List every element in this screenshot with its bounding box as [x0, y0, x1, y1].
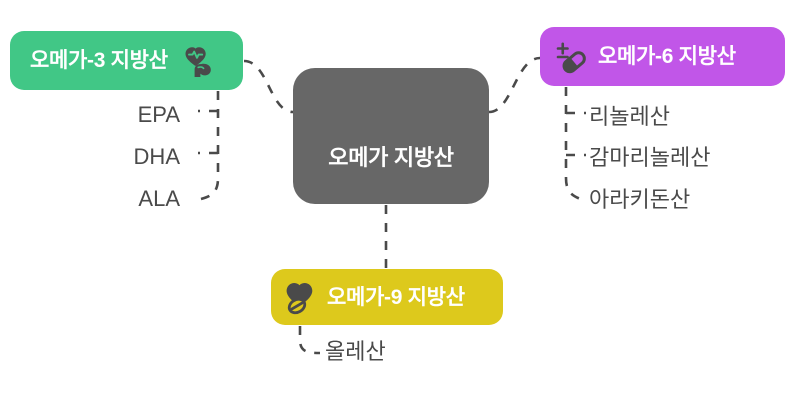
plus-minus-pill-icon [550, 38, 588, 76]
central-node[interactable]: 오메가 지방산 [293, 68, 489, 204]
branch-node-omega9[interactable]: 오메가-9 지방산 [271, 269, 503, 325]
leaf-omega6-arachidonic[interactable]: 아라키돈산 [589, 187, 691, 212]
leaf-omega6-gamma-linolenic[interactable]: 감마리놀레산 [589, 145, 711, 170]
leaf-omega3-epa[interactable]: EPA [137, 102, 180, 127]
heart-no-pill-icon [283, 279, 319, 315]
connector-omega3-spine [200, 91, 220, 201]
leaf-omega6-linoleic[interactable]: 리놀레산 [589, 104, 670, 129]
branch-node-omega3-label: 오메가-3 지방산 [30, 49, 168, 72]
leaf-omega3-ala[interactable]: ALA [138, 186, 180, 211]
branch-node-omega6[interactable]: 오메가-6 지방산 [540, 27, 785, 86]
branch-node-omega9-label: 오메가-9 지방산 [327, 285, 465, 309]
connector-center-omega3 [243, 59, 294, 114]
heart-pulse-muscle-icon [180, 44, 214, 78]
connector-omega9-spine [298, 326, 321, 355]
leaf-omega9-oleic[interactable]: 올레산 [325, 339, 386, 364]
branch-node-omega6-label: 오메가-6 지방산 [598, 45, 736, 68]
connector-omega6-spine [564, 87, 584, 202]
branch-node-omega3[interactable]: 오메가-3 지방산 [10, 31, 243, 90]
connector-center-omega6 [488, 56, 541, 114]
leaf-omega3-dha[interactable]: DHA [133, 144, 180, 169]
central-node-label: 오메가 지방산 [328, 145, 454, 170]
